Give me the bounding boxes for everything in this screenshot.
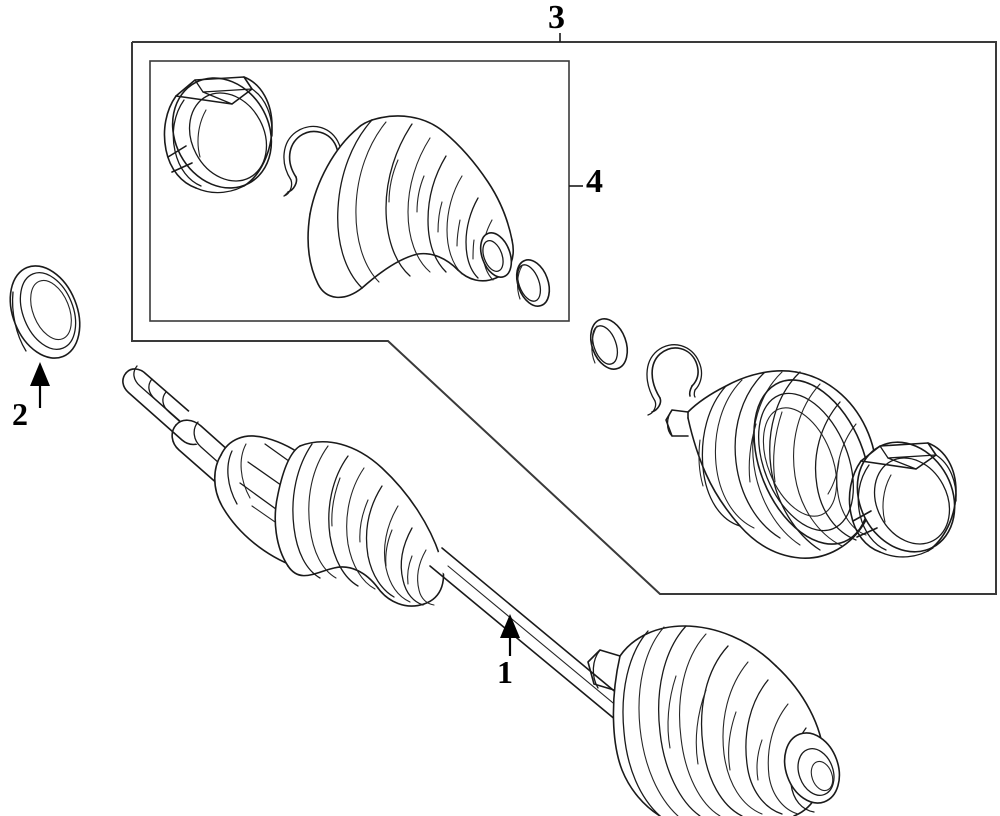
enlarged-cv-joint-boot-bellows — [665, 370, 878, 559]
circlip-seal-ring — [9, 265, 81, 359]
cv-joint-boot-bellows — [307, 115, 514, 299]
callout-number-4: 4 — [586, 163, 603, 200]
callout-number-3: 3 — [548, 0, 565, 36]
boot-clamp-small — [515, 259, 551, 307]
drive-axle-outer-joint — [587, 625, 841, 816]
boot-clamp-large — [163, 76, 273, 194]
callout-1-arrow — [500, 614, 520, 656]
callout-number-2: 2 — [12, 396, 28, 432]
enlarged-boot-clamp-large — [848, 441, 957, 558]
inner-boot-kit-detail-box — [149, 60, 570, 322]
drive-axle-inner-joint — [122, 361, 445, 607]
callout-number-1: 1 — [497, 654, 513, 690]
callout-2-arrow — [30, 362, 50, 408]
outer-boot-kit-group-box — [131, 41, 997, 595]
enlarged-boot-snap-ring — [646, 344, 703, 416]
enlarged-boot-clamp-small — [589, 318, 629, 370]
